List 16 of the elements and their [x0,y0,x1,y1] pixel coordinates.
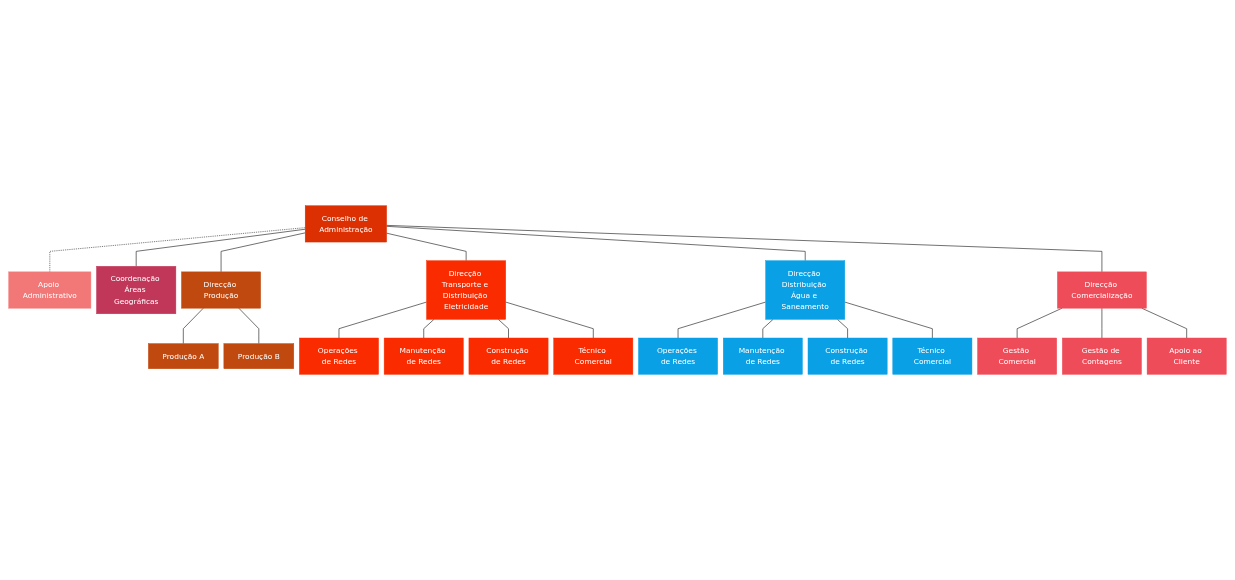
connector [423,319,435,339]
connector [497,319,509,339]
connector [837,319,848,339]
connector [338,301,427,339]
connector [844,301,933,339]
connector [386,232,467,261]
connector [386,225,1103,273]
connector [135,228,306,267]
connector [238,307,260,344]
connector [182,307,204,344]
connector [505,301,594,339]
connector [386,225,806,261]
connector [762,319,774,339]
connector [220,232,306,273]
connector [677,301,766,339]
connector [49,227,306,273]
